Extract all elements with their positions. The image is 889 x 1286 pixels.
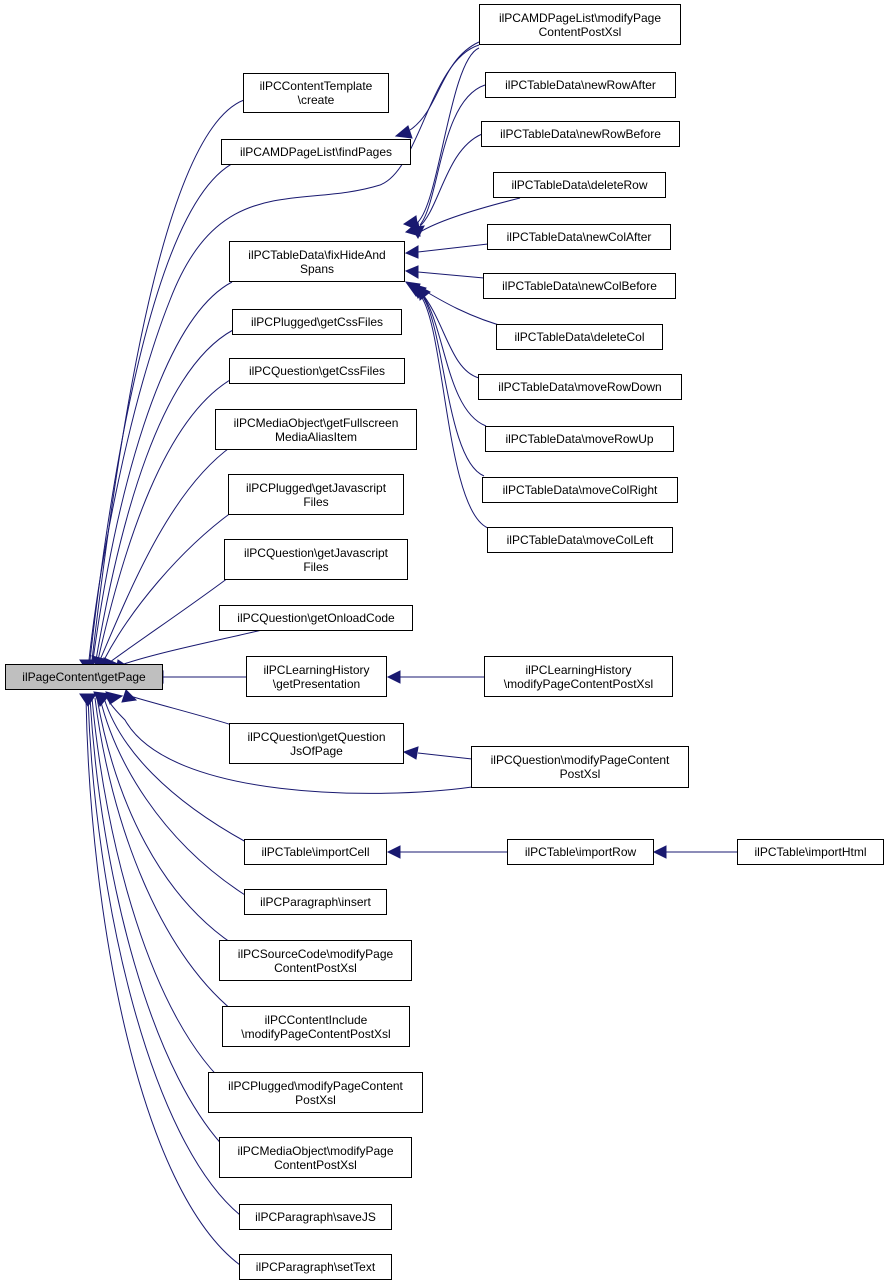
edge-td-newrowbefore-to-fixhide (417, 133, 483, 229)
edge-para-insert-to-root (99, 697, 246, 896)
arrowhead-table-importcell (386, 845, 401, 859)
node-td-newrowbefore[interactable]: ilPCTableData\newRowBefore (481, 121, 680, 147)
edge-question-jsofpage-to-root (129, 695, 233, 726)
edge-td-newcolafter-to-fixhide (417, 243, 489, 253)
node-question-css[interactable]: ilPCQuestion\getCssFiles (229, 358, 405, 384)
node-para-savejs[interactable]: ilPCParagraph\saveJS (239, 1204, 392, 1230)
edge-td-moverowdown-to-fixhide (419, 290, 480, 379)
edge-question-css-to-root (97, 379, 231, 661)
arrowhead-lh-getpres (386, 670, 401, 684)
node-td-movecolleft[interactable]: ilPCTableData\moveColLeft (487, 527, 673, 553)
edge-ct-create-to-root (91, 99, 245, 661)
edge-source-modify-to-root (96, 697, 243, 951)
node-plugged-modify[interactable]: ilPCPlugged\modifyPageContent PostXsl (208, 1072, 423, 1113)
arrowhead-fixhide-top2 (404, 221, 421, 237)
arrowhead-root-bottom3 (105, 691, 124, 705)
arrowhead-amd-find (394, 125, 413, 139)
node-table-importcell[interactable]: ilPCTable\importCell (244, 839, 387, 865)
edge-para-savejs-to-root (87, 697, 241, 1216)
arrowhead-fixhide-bottom2 (411, 283, 427, 299)
node-lh-getpres[interactable]: ilPCLearningHistory \getPresentation (246, 656, 387, 697)
node-td-deleterow[interactable]: ilPCTableData\deleteRow (493, 172, 666, 198)
node-ct-create[interactable]: ilPCContentTemplate \create (243, 73, 389, 113)
arrowhead-root-bottom2 (93, 691, 111, 707)
edge-td-movecolright-to-fixhide (419, 292, 485, 477)
edge-td-moverowup-to-fixhide (419, 291, 487, 427)
edge-td-newrowafter-to-fixhide (419, 84, 486, 226)
arrowhead-fixhide-bottom3 (417, 285, 431, 301)
arrowhead-fixhide-top1 (402, 215, 419, 231)
edge-plugged-css-to-root (95, 329, 234, 661)
node-root: ilPageContent\getPage (5, 664, 163, 690)
node-lh-modify[interactable]: ilPCLearningHistory \modifyPageContentPo… (484, 656, 673, 697)
node-amd-find[interactable]: ilPCAMDPageList\findPages (221, 139, 411, 165)
arrowhead-table-importrow (652, 845, 667, 859)
node-td-movecolright[interactable]: ilPCTableData\moveColRight (482, 477, 678, 503)
arrowhead-root-bottom (79, 693, 97, 707)
arrowhead-fixhide-bottom1 (404, 281, 421, 298)
edge-td-newcolbefore-to-fixhide (417, 271, 485, 279)
edge-fixhide-to-root (92, 281, 233, 661)
edge-td-movecolleft-to-fixhide (418, 293, 489, 529)
node-question-js[interactable]: ilPCQuestion\getJavascript Files (224, 539, 408, 580)
edge-table-importcell-to-root (103, 697, 247, 843)
node-table-importrow[interactable]: ilPCTable\importRow (507, 839, 654, 865)
edge-amd-modify-to-amd-find (409, 41, 480, 131)
edge-plugged-modify-to-root (91, 697, 233, 1091)
node-plugged-css[interactable]: ilPCPlugged\getCssFiles (232, 309, 402, 335)
node-amd-modify[interactable]: ilPCAMDPageList\modifyPage ContentPostXs… (479, 4, 681, 45)
edge-question-onload-to-root (123, 629, 263, 665)
arrowhead-question-jsofpage (402, 746, 419, 760)
node-para-insert[interactable]: ilPCParagraph\insert (244, 889, 387, 915)
node-media-full[interactable]: ilPCMediaObject\getFullscreen MediaAlias… (215, 409, 417, 450)
node-source-modify[interactable]: ilPCSourceCode\modifyPage ContentPostXsl (219, 940, 412, 981)
node-td-deletecol[interactable]: ilPCTableData\deleteCol (496, 324, 663, 350)
node-para-settext[interactable]: ilPCParagraph\setText (239, 1254, 392, 1280)
arrowhead-root-jsofpage (121, 689, 138, 703)
edge-para-settext-to-root (85, 697, 241, 1266)
node-question-modify[interactable]: ilPCQuestion\modifyPageContent PostXsl (471, 746, 689, 788)
node-plugged-js[interactable]: ilPCPlugged\getJavascript Files (228, 474, 404, 515)
node-question-onload[interactable]: ilPCQuestion\getOnloadCode (219, 605, 413, 631)
node-td-newcolafter[interactable]: ilPCTableData\newColAfter (487, 224, 671, 250)
node-question-jsofpage[interactable]: ilPCQuestion\getQuestion JsOfPage (229, 723, 404, 764)
node-ci-modify[interactable]: ilPCContentInclude \modifyPageContentPos… (222, 1006, 410, 1047)
node-td-newcolbefore[interactable]: ilPCTableData\newColBefore (483, 273, 676, 299)
arrowhead-fixhide-right1 (404, 245, 419, 259)
node-td-moverowup[interactable]: ilPCTableData\moveRowUp (485, 426, 674, 452)
node-td-newrowafter[interactable]: ilPCTableData\newRowAfter (485, 72, 676, 98)
edge-plugged-js-to-root (103, 511, 233, 661)
arrowhead-fixhide-top3 (411, 225, 425, 240)
edge-question-modify-to-question-jsofpage (417, 752, 473, 760)
node-table-importhtml[interactable]: ilPCTable\importHtml (737, 839, 884, 865)
edge-amd-modify-to-fixhide (417, 47, 480, 223)
arrowhead-fixhide-right2 (404, 265, 419, 279)
node-fixhide[interactable]: ilPCTableData\fixHideAnd Spans (229, 241, 405, 282)
node-td-moverowdown[interactable]: ilPCTableData\moveRowDown (478, 374, 682, 400)
edge-media-full-to-root (99, 445, 233, 661)
edge-question-js-to-root (109, 577, 229, 663)
node-media-modify[interactable]: ilPCMediaObject\modifyPage ContentPostXs… (219, 1137, 412, 1178)
